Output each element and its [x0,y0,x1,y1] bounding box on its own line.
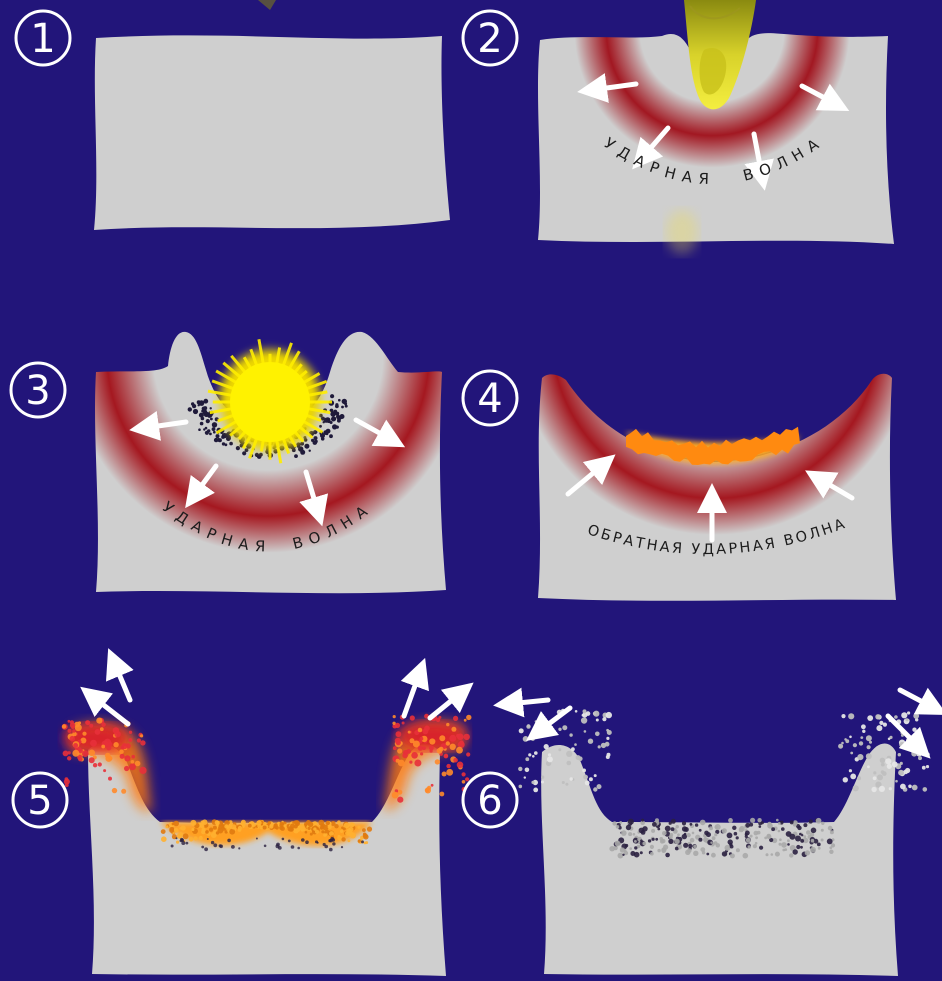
panel-number-badge: 6 [463,773,517,827]
panel-number-badge: 2 [463,11,517,65]
panel-6: 6 [463,690,934,976]
meteor-tail [258,0,276,10]
panel-number-badge: 5 [13,773,67,827]
panel-number: 5 [27,778,52,824]
panel-5: 5 [13,662,472,976]
panel-2: 2 УДАРНАЯ ВОЛНА [463,0,894,254]
panel-1: 1 [16,0,450,230]
panel-number: 4 [477,376,502,422]
panel-number-badge: 1 [16,11,70,65]
panel-3: 3 УДАРНАЯ ВОЛНА [11,332,446,593]
rock-block [538,374,896,601]
panel-number: 6 [477,778,502,824]
panel-number-badge: 4 [463,371,517,425]
panel-number: 3 [25,368,50,414]
panel-number: 2 [477,16,502,62]
impact-glow [666,210,698,254]
rock-block [94,35,450,230]
panel-number-badge: 3 [11,363,65,417]
panel-number: 1 [30,16,55,62]
panel-4: 4 ОБРАТНАЯ УДАРНАЯ ВОЛНА [463,371,896,601]
ejecta-arrows [92,662,462,724]
